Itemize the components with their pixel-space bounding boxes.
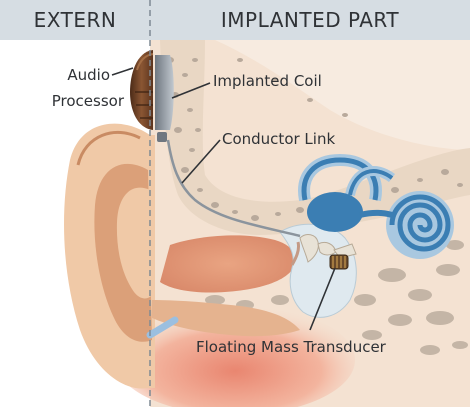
label-implanted-coil: Implanted Coil	[213, 72, 322, 90]
label-audio-line1: Audio	[67, 66, 110, 84]
leader-fmt	[309, 267, 336, 331]
leader-audio-processor	[111, 67, 134, 76]
upper-tissue	[215, 40, 470, 150]
header-right-title: IMPLANTED PART	[221, 8, 399, 32]
ear-canal	[160, 235, 296, 293]
inner-ear	[298, 153, 454, 259]
skull-bone	[160, 40, 470, 235]
floating-mass-transducer	[329, 254, 349, 270]
conductor-link-wire	[166, 139, 301, 238]
leader-lines	[111, 67, 336, 331]
header-bar	[0, 0, 470, 40]
implanted-coil	[155, 55, 174, 142]
canal-tube	[146, 316, 179, 339]
label-audio-line2: Processor	[52, 92, 125, 110]
audio-processor	[130, 50, 154, 130]
label-fmt: Floating Mass Transducer	[196, 338, 387, 356]
eardrum	[290, 241, 300, 266]
outer-ear	[64, 123, 300, 389]
label-conductor-link: Conductor Link	[222, 130, 335, 148]
leader-conductor-link	[181, 139, 221, 184]
header-left-title: EXTERN	[34, 8, 117, 32]
leader-implanted-coil	[171, 82, 211, 99]
